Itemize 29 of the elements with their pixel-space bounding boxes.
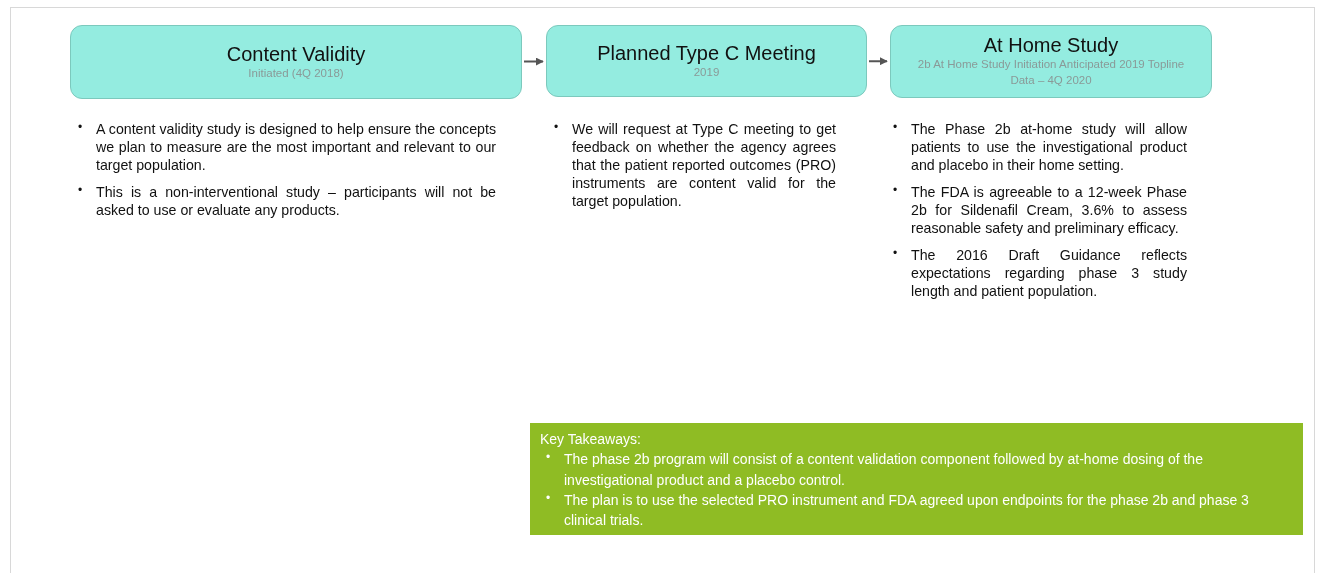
takeaway-text: The plan is to use the selected PRO instrument and FDA agreed upon endpoints for the phase 2b and phase 3 clinical trials.	[564, 490, 1250, 531]
bullet-text: The 2016 Draft Guidance reflects expectations regarding phase 3 study length and patient population.	[911, 246, 1187, 301]
bullet-marker: •	[545, 489, 552, 507]
bullet-marker: •	[893, 120, 899, 136]
takeaway-text: The phase 2b program will consist of a content validation component followed by at-home dosing of the investigational product and a placebo control.	[564, 450, 1204, 490]
panel-heading: Key Takeaways:	[540, 430, 642, 449]
bullet-text: The Phase 2b at-home study will allow patients to use the investigational product and placebo in their home setting.	[911, 120, 1187, 175]
stage-date: Initiated (4Q 2018)	[247, 65, 345, 81]
bullet-marker: •	[893, 246, 899, 263]
stage-title: At Home Study	[983, 34, 1119, 58]
bullet-marker: •	[554, 120, 560, 136]
stage-box	[70, 25, 522, 99]
bullet-marker: •	[545, 449, 552, 467]
takeaways-panel	[530, 423, 1303, 535]
bullet-marker: •	[78, 120, 84, 136]
bullet-text: The FDA is agreeable to a 12-week Phase 2b for Sildenafil Cream, 3.6% to assess reasonable safety and preliminary efficacy.	[911, 183, 1187, 238]
bullet-marker: •	[893, 183, 899, 200]
stage-box	[546, 25, 867, 97]
bullet-text: We will request at Type C meeting to get feedback on whether the agency agrees that the patient reported outcomes (PRO) instruments are content valid for the target population.	[572, 120, 836, 211]
arrow	[868, 57, 888, 66]
bullet-text: This is a non-interventional study – participants will not be asked to use or evaluate any products.	[96, 183, 496, 220]
bullet-marker: •	[78, 183, 84, 200]
stage-date: 2b At Home Study Initiation Anticipated 2019 Topline Data – 4Q 2020	[916, 57, 1186, 88]
stage-title: Planned Type C Meeting	[597, 41, 816, 65]
stage-date: 2019	[692, 64, 721, 80]
bullet-text: A content validity study is designed to help ensure the concepts we plan to measure are the most important and relevant to our target population.	[96, 120, 496, 175]
stage-box	[890, 25, 1212, 98]
stage-title: Content Validity	[226, 42, 366, 66]
arrow	[523, 57, 544, 66]
